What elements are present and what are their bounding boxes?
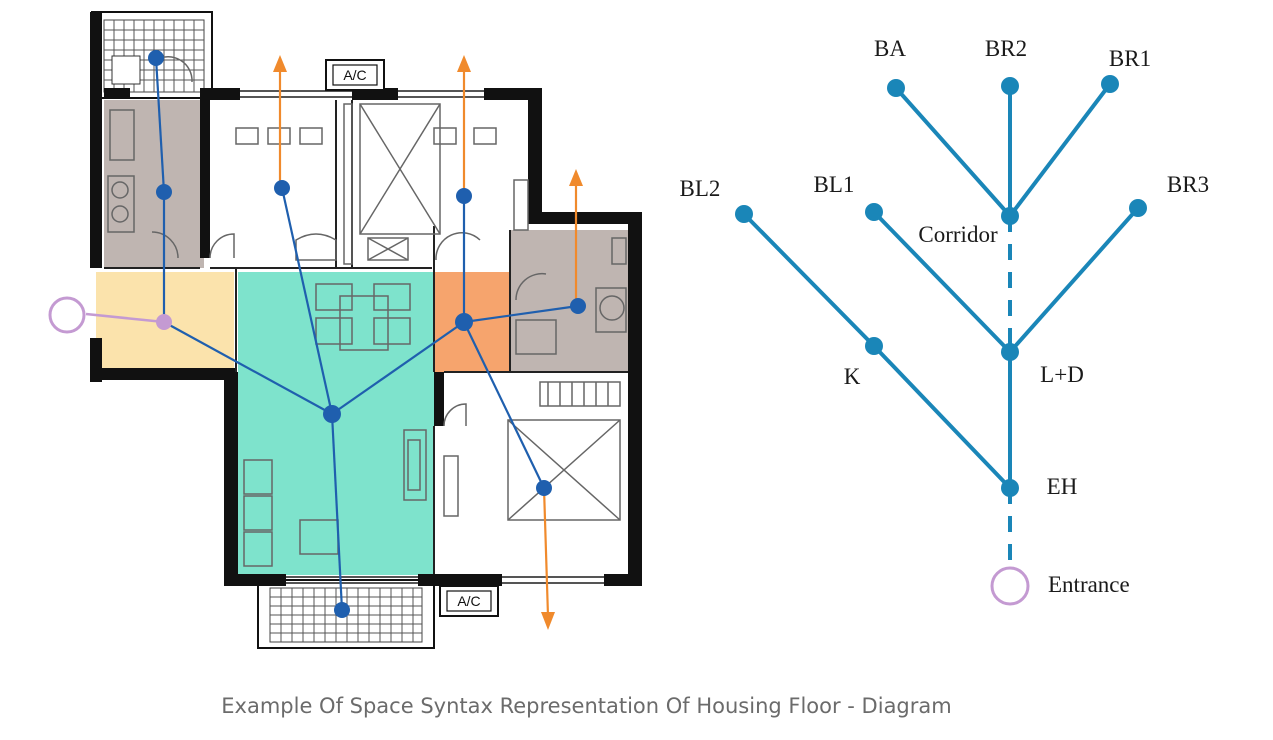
plan-node-balcony-bottom	[334, 602, 350, 618]
graph-label-ba: BA	[874, 36, 906, 61]
windows	[240, 90, 604, 584]
plan-node-living	[323, 405, 341, 423]
plan-entrance-link	[85, 312, 165, 324]
graph-label-entrance: Entrance	[1048, 572, 1130, 597]
ac-label-top: A/C	[343, 67, 366, 83]
plan-entrance-node	[48, 296, 86, 334]
graph-nodes	[735, 75, 1147, 606]
graph-edge-ba-corridor	[894, 86, 1012, 218]
graph-edges	[742, 82, 1140, 568]
graph-node-br2	[1001, 77, 1019, 95]
graph-edge-br3-ld	[1008, 206, 1140, 354]
room-bathroom	[510, 230, 630, 372]
graph-node-ld	[1001, 343, 1019, 361]
ac-unit-bottom: A/C	[439, 585, 499, 617]
graph-label-br3: BR3	[1167, 172, 1209, 197]
graph-edge-k-eh	[872, 344, 1012, 490]
plan-node-bath	[570, 298, 586, 314]
graph-label-eh: EH	[1047, 474, 1078, 499]
plan-node-bedroom-right	[456, 188, 472, 204]
graph-label-ld: L+D	[1040, 362, 1084, 387]
plan-node-bedroom-left	[274, 180, 290, 196]
graph-label-corridor: Corridor	[918, 222, 998, 247]
walls	[90, 12, 642, 586]
graph-node-corridor	[1001, 207, 1019, 225]
ac-label-bottom: A/C	[457, 593, 480, 609]
plan-node-corridor	[455, 313, 473, 331]
exit-arrows	[273, 55, 583, 630]
graph-edge-bl1-ld	[872, 210, 1012, 354]
graph-node-br1	[1101, 75, 1119, 93]
graph-label-br1: BR1	[1109, 46, 1151, 71]
graph-label-bl1: BL1	[814, 172, 855, 197]
plan-node-bedroom-bottom	[536, 480, 552, 496]
graph-node-ba	[887, 79, 905, 97]
plan-nodes	[148, 50, 586, 618]
graph-label-bl2: BL2	[680, 176, 721, 201]
graph-label-k: K	[844, 364, 861, 389]
plan-node-balcony	[148, 50, 164, 66]
ac-unit-top: A/C	[325, 59, 385, 91]
graph-edge-br1-corridor	[1008, 82, 1112, 218]
room-kitchen	[104, 100, 204, 268]
plan-node-entrance-hall	[156, 314, 172, 330]
graph-node-k	[865, 337, 883, 355]
graph-node-bl2	[735, 205, 753, 223]
graph-node-entrance	[990, 566, 1030, 606]
furniture	[107, 56, 627, 567]
floor-plan: A/C A/C	[48, 11, 642, 649]
graph-label-br2: BR2	[985, 36, 1027, 61]
graph-node-br3	[1129, 199, 1147, 217]
room-living-dining	[238, 272, 434, 575]
graph-node-eh	[1001, 479, 1019, 497]
graph-node-bl1	[865, 203, 883, 221]
plan-node-kitchen	[156, 184, 172, 200]
plan-access-graph	[154, 57, 579, 611]
figure-caption: Example Of Space Syntax Representation O…	[221, 694, 952, 718]
graph-edge-bl2-k	[742, 212, 876, 348]
